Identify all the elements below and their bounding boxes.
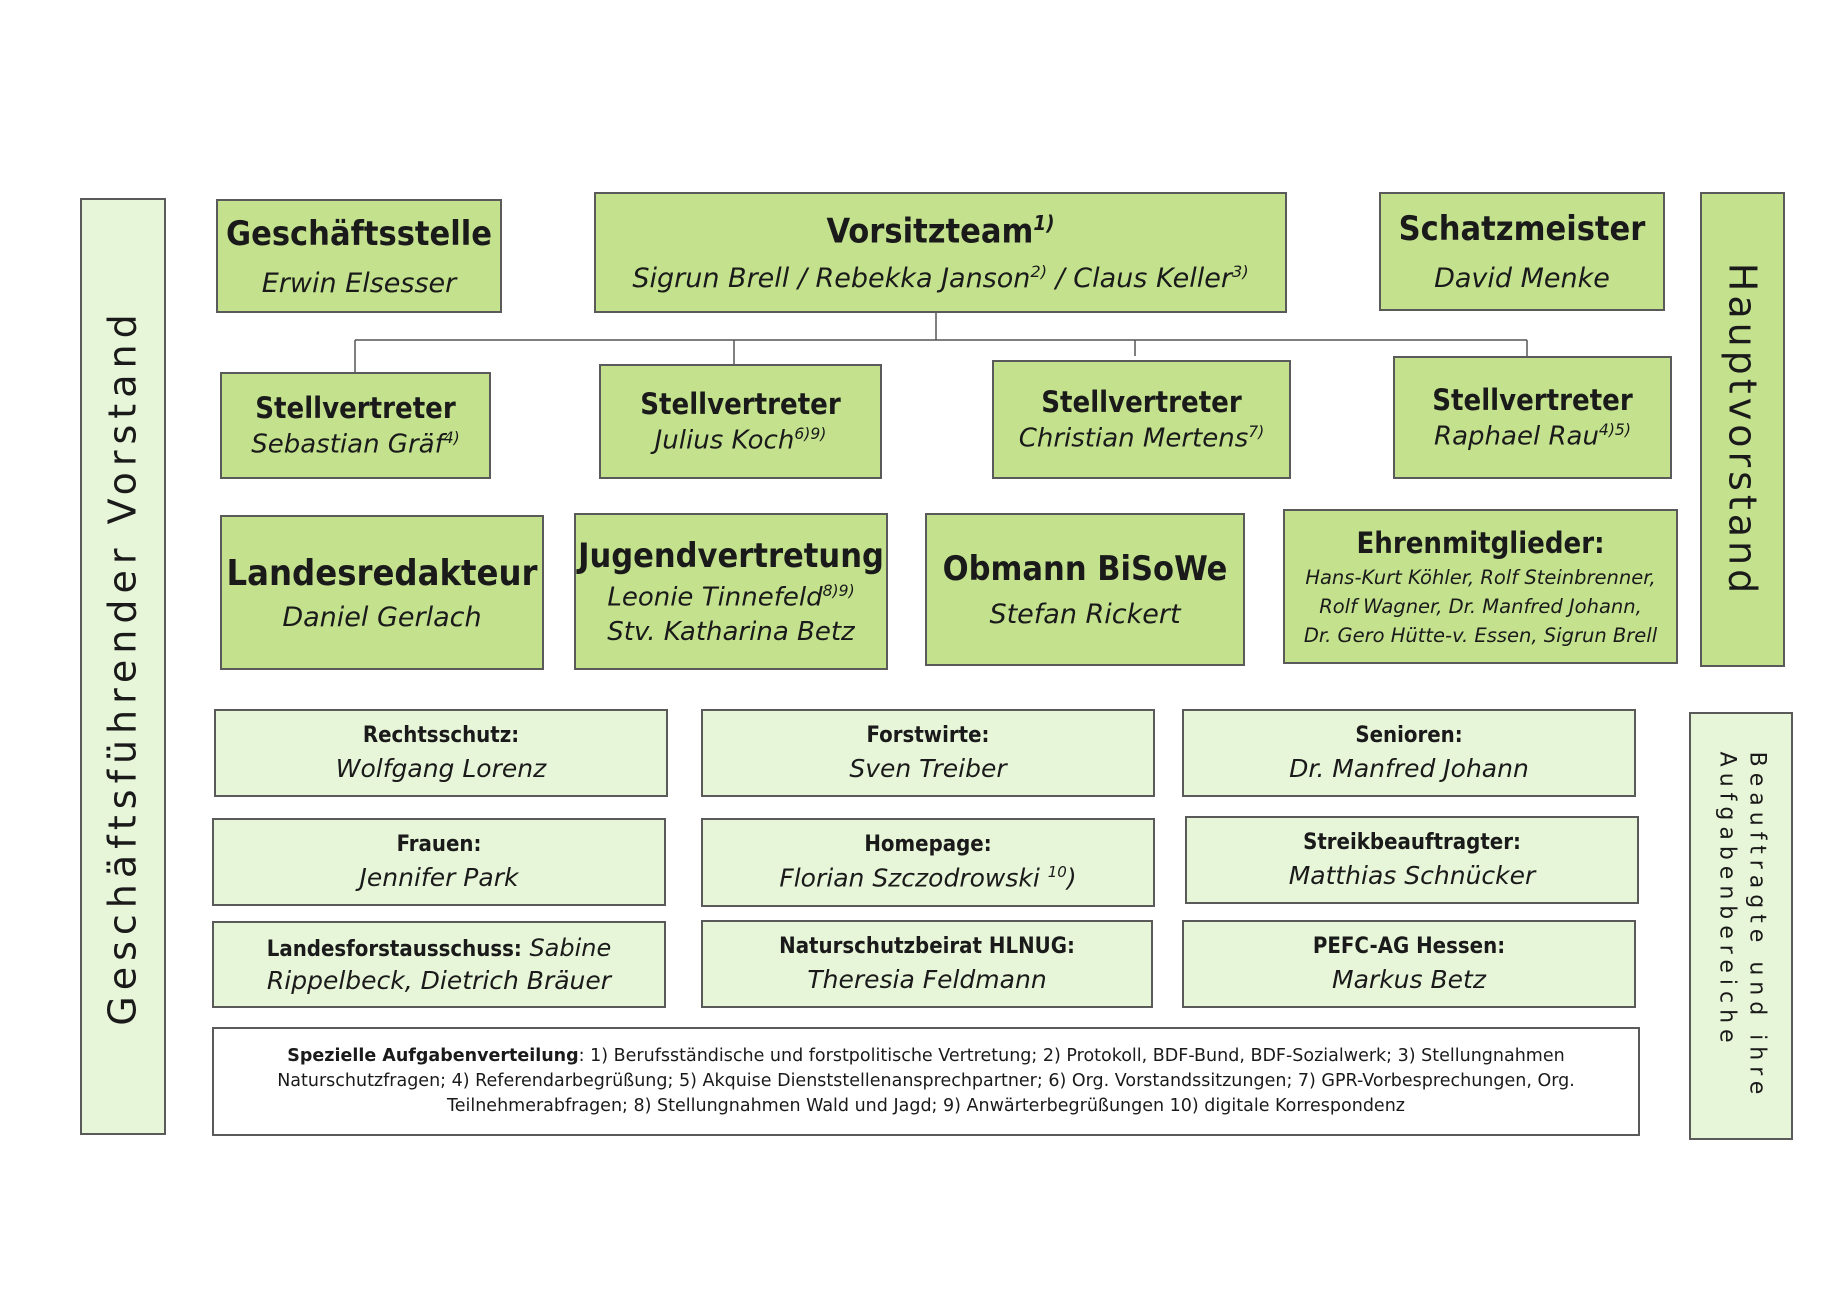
frauen-box: Frauen: Jennifer Park xyxy=(212,818,666,906)
landesredakteur-name: Daniel Gerlach xyxy=(282,601,482,633)
obmann-name: Stefan Rickert xyxy=(989,599,1181,630)
frauen-name: Jennifer Park xyxy=(359,863,519,892)
homepage-box: Homepage: Florian Szczodrowski 10) xyxy=(701,818,1155,907)
rechtsschutz-box: Rechtsschutz: Wolfgang Lorenz xyxy=(214,709,668,797)
streikbeauftragter-name: Matthias Schnücker xyxy=(1288,861,1536,890)
jugendvertretung-box: Jugendvertretung Leonie Tinnefeld8)9) St… xyxy=(574,513,888,670)
forstwirte-name: Sven Treiber xyxy=(849,754,1007,783)
pefc-title: PEFC-AG Hessen: xyxy=(1312,934,1506,959)
geschaeftsstelle-title: Geschäftsstelle xyxy=(225,213,493,254)
left-band: Geschäftsführender Vorstand xyxy=(80,198,166,1135)
footnote-line3: Teilnehmerabfragen; 8) Stellungnahmen Wa… xyxy=(447,1096,1405,1116)
beauftragte-label-line1: Beauftragte und ihre xyxy=(1744,751,1769,1101)
stellvertreter-4-box: Stellvertreter Raphael Rau4)5) xyxy=(1393,356,1672,479)
homepage-name: Florian Szczodrowski 10) xyxy=(779,863,1077,893)
senioren-box: Senioren: Dr. Manfred Johann xyxy=(1182,709,1636,797)
landesredakteur-title: Landesredakteur xyxy=(226,552,538,594)
schatzmeister-name: David Menke xyxy=(1434,263,1610,294)
naturschutzbeirat-title: Naturschutzbeirat HLNUG: xyxy=(779,934,1075,959)
senioren-name: Dr. Manfred Johann xyxy=(1289,754,1529,783)
hauptvorstand-label: Hauptvorstand xyxy=(1720,262,1765,597)
forstwirte-box: Forstwirte: Sven Treiber xyxy=(701,709,1155,797)
stellvertreter-3-name: Christian Mertens7) xyxy=(1018,423,1265,454)
ehrenmitglieder-title: Ehrenmitglieder: xyxy=(1356,526,1605,560)
frauen-title: Frauen: xyxy=(396,832,482,857)
senioren-title: Senioren: xyxy=(1355,723,1463,748)
pefc-name: Markus Betz xyxy=(1332,965,1486,994)
beauftragte-label: Beauftragte und ihre Aufgabenbereiche xyxy=(1711,752,1771,1101)
stellvertreter-3-box: Stellvertreter Christian Mertens7) xyxy=(992,360,1291,479)
footnote-line1: Spezielle Aufgabenverteilung: 1) Berufss… xyxy=(287,1046,1565,1066)
jugendvertretung-name1: Leonie Tinnefeld8)9) xyxy=(607,582,855,613)
naturschutzbeirat-box: Naturschutzbeirat HLNUG: Theresia Feldma… xyxy=(701,920,1153,1008)
vorsitzteam-names: Sigrun Brell / Rebekka Janson2) / Claus … xyxy=(632,261,1249,294)
hauptvorstand-band: Hauptvorstand xyxy=(1700,192,1785,667)
stellvertreter-1-name: Sebastian Gräf4) xyxy=(251,429,460,460)
streikbeauftragter-title: Streikbeauftragter: xyxy=(1303,830,1521,855)
aufgabenverteilung-box: Spezielle Aufgabenverteilung: 1) Berufss… xyxy=(212,1027,1640,1136)
landesforstausschuss-box: Landesforstausschuss: Sabine Rippelbeck,… xyxy=(212,921,666,1008)
geschaeftsstelle-name: Erwin Elsesser xyxy=(261,267,457,299)
stellvertreter-3-title: Stellvertreter xyxy=(1041,385,1242,420)
ehrenmitglieder-box: Ehrenmitglieder: Hans-Kurt Köhler, Rolf … xyxy=(1283,509,1678,664)
ehrenmitglieder-line2: Rolf Wagner, Dr. Manfred Johann, xyxy=(1319,595,1642,618)
landesforstausschuss-line2: Rippelbeck, Dietrich Bräuer xyxy=(266,966,612,995)
naturschutzbeirat-name: Theresia Feldmann xyxy=(807,965,1047,994)
stellvertreter-2-title: Stellvertreter xyxy=(640,387,841,422)
obmann-box: Obmann BiSoWe Stefan Rickert xyxy=(925,513,1245,666)
beauftragte-band: Beauftragte und ihre Aufgabenbereiche xyxy=(1689,712,1793,1140)
vorsitzteam-title: Vorsitzteam1) xyxy=(826,211,1055,252)
obmann-title: Obmann BiSoWe xyxy=(942,549,1228,589)
ehrenmitglieder-line1: Hans-Kurt Köhler, Rolf Steinbrenner, xyxy=(1305,566,1656,589)
rechtsschutz-title: Rechtsschutz: xyxy=(362,723,520,748)
forstwirte-title: Forstwirte: xyxy=(866,723,990,748)
stellvertreter-2-name: Julius Koch6)9) xyxy=(654,425,827,456)
pefc-box: PEFC-AG Hessen: Markus Betz xyxy=(1182,920,1636,1008)
stellvertreter-4-title: Stellvertreter xyxy=(1432,383,1633,418)
rechtsschutz-name: Wolfgang Lorenz xyxy=(335,754,547,783)
footnote-line2: Naturschutzfragen; 4) Referendarbegrüßun… xyxy=(277,1071,1575,1091)
landesforstausschuss-line1: Landesforstausschuss: Sabine xyxy=(266,934,612,962)
left-band-label: Geschäftsführender Vorstand xyxy=(101,307,145,1026)
jugendvertretung-title: Jugendvertretung xyxy=(578,536,884,577)
stellvertreter-4-name: Raphael Rau4)5) xyxy=(1434,421,1631,452)
stellvertreter-1-title: Stellvertreter xyxy=(255,391,456,426)
beauftragte-label-line2: Aufgabenbereiche xyxy=(1714,751,1739,1049)
vorsitzteam-box: Vorsitzteam1) Sigrun Brell / Rebekka Jan… xyxy=(594,192,1287,313)
landesredakteur-box: Landesredakteur Daniel Gerlach xyxy=(220,515,544,670)
streikbeauftragter-box: Streikbeauftragter: Matthias Schnücker xyxy=(1185,816,1639,904)
stellvertreter-1-box: Stellvertreter Sebastian Gräf4) xyxy=(220,372,491,479)
schatzmeister-title: Schatzmeister xyxy=(1398,209,1646,249)
schatzmeister-box: Schatzmeister David Menke xyxy=(1379,192,1665,311)
jugendvertretung-name2: Stv. Katharina Betz xyxy=(607,616,855,647)
homepage-title: Homepage: xyxy=(864,832,992,858)
ehrenmitglieder-line3: Dr. Gero Hütte-v. Essen, Sigrun Brell xyxy=(1303,624,1658,647)
geschaeftsstelle-box: Geschäftsstelle Erwin Elsesser xyxy=(216,199,502,313)
stellvertreter-2-box: Stellvertreter Julius Koch6)9) xyxy=(599,364,882,479)
